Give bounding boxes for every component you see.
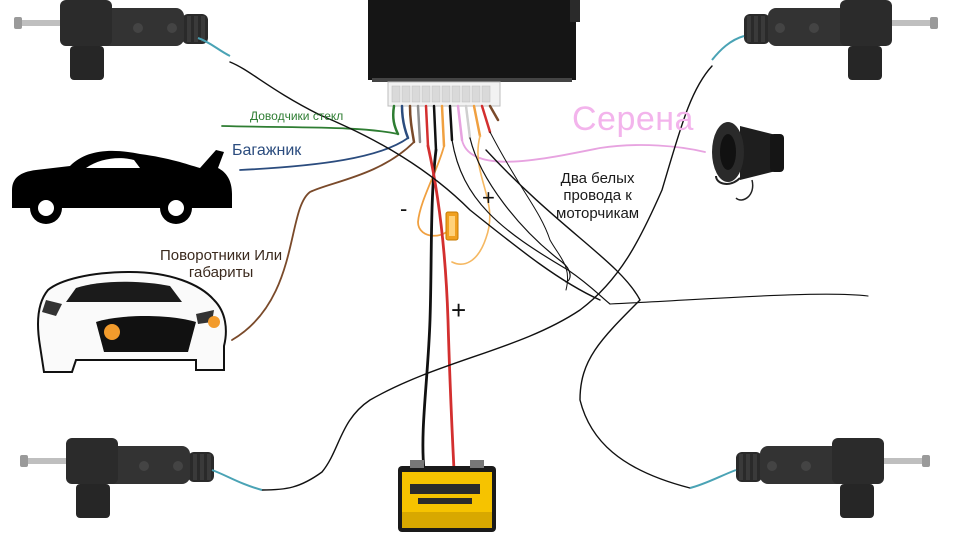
connector-pigtails — [391, 104, 500, 152]
label-turn-signals: Поворотники Или габариты — [160, 247, 282, 282]
sign-plus-upper: + — [482, 185, 495, 210]
label-turn-signals-line2: габариты — [188, 264, 254, 282]
wire-trunk — [239, 137, 409, 171]
label-white-wires-line3: моторчикам — [556, 204, 640, 222]
door-lock-actuator-icon — [20, 438, 214, 518]
door-lock-actuator-icon — [744, 0, 938, 80]
turn-signal-icon — [104, 324, 120, 340]
sign-minus: - — [400, 196, 408, 221]
wire-lock-rear-right — [485, 149, 691, 489]
label-white-wires: Два белых провода к моторчикам — [556, 170, 639, 222]
wire-siren — [461, 139, 706, 163]
wires — [221, 61, 869, 491]
door-lock-actuator-icon — [736, 438, 930, 518]
wire-lock-bundle-2 — [469, 137, 571, 283]
fuse-icon — [445, 211, 459, 241]
actuator-lead — [197, 37, 231, 57]
wire-lock-front-right — [261, 65, 713, 491]
door-lock-actuator-icon — [14, 0, 208, 80]
car-front-icon — [37, 270, 227, 373]
wire-turn-signals — [231, 141, 415, 341]
wire-white-motors — [489, 131, 568, 291]
actuator-lead — [689, 469, 737, 489]
wire-power-windows — [221, 125, 399, 135]
wire-ground — [421, 148, 438, 472]
alarm-control-unit-icon — [368, 0, 580, 152]
label-siren: Серена — [572, 100, 694, 138]
connector-block — [387, 81, 501, 107]
turn-signal-icon — [208, 316, 220, 328]
car-battery-icon — [398, 460, 496, 532]
wire-positive — [426, 144, 456, 472]
actuator-lead — [211, 469, 263, 491]
label-power-windows: Доводчики стекл — [250, 109, 344, 123]
siren-horn-icon — [712, 122, 784, 201]
wire-lock-front-left — [229, 61, 601, 301]
label-trunk: Багажник — [232, 142, 302, 159]
label-white-wires-line2: провода к — [563, 187, 632, 205]
actuator-lead — [711, 35, 745, 61]
car-silhouette-icon — [12, 150, 232, 224]
wire-lock-bundle — [451, 139, 611, 305]
label-turn-signals-line1: Поворотники Или — [160, 247, 283, 264]
sign-plus-lower: + — [451, 295, 467, 325]
label-white-wires-line1: Два белых — [560, 170, 635, 187]
wire-right-tail — [609, 293, 869, 305]
